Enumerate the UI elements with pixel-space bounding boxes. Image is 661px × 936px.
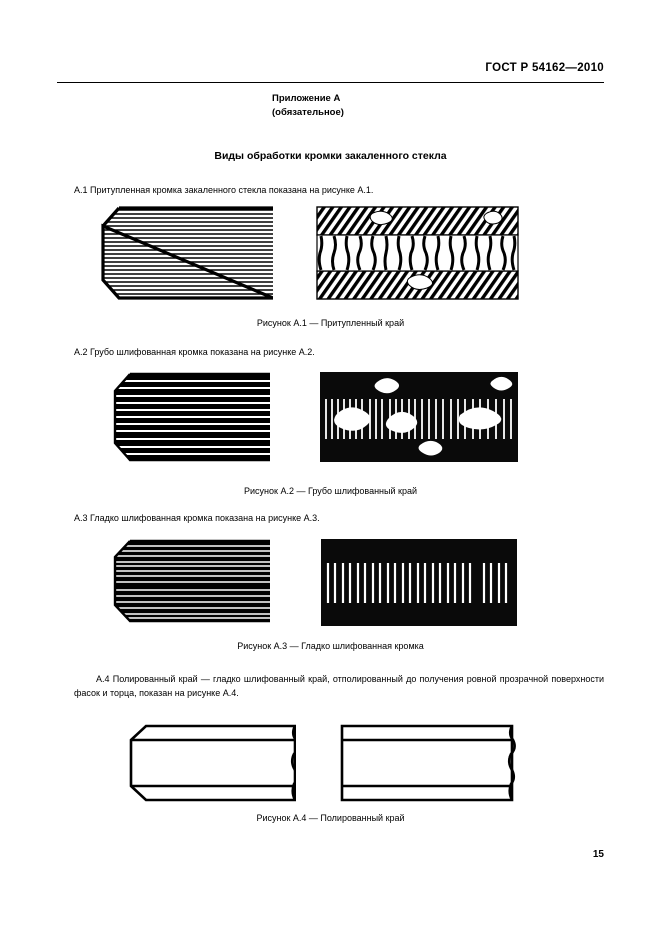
figure-a2-right-photo — [312, 367, 525, 467]
figure-a1-left-diagram — [97, 205, 273, 301]
header-divider — [57, 82, 604, 83]
annex-obligation: (обязательное) — [272, 107, 344, 118]
figure-a3-left-diagram — [110, 538, 270, 624]
figure-a4-right-diagram — [338, 722, 516, 804]
paragraph-a3: А.3 Гладко шлифованная кромка показана н… — [74, 513, 320, 523]
figure-caption-a4: Рисунок А.4 — Полированный край — [256, 813, 405, 823]
figure-caption-a3: Рисунок А.3 — Гладко шлифованная кромка — [237, 641, 424, 651]
annex-label: Приложение А — [272, 93, 341, 104]
annex-heading: Приложение А (обязательное) — [272, 92, 344, 120]
figure-caption-a2: Рисунок А.2 — Грубо шлифованный край — [244, 486, 417, 496]
figure-caption-a1: Рисунок А.1 — Притупленный край — [256, 318, 405, 328]
figure-a2-left-diagram — [110, 371, 270, 463]
standard-number-header: ГОСТ Р 54162—2010 — [485, 62, 604, 74]
figure-a3-right-photo — [312, 535, 525, 630]
page-title: Виды обработки кромки закаленного стекла — [214, 150, 447, 162]
figure-a4-left-diagram — [128, 722, 296, 804]
paragraph-a2: А.2 Грубо шлифованная кромка показана на… — [74, 347, 315, 357]
page-number: 15 — [592, 849, 604, 860]
paragraph-a4: А.4 Полированный край — гладко шлифованн… — [74, 674, 604, 698]
paragraph-a1: А.1 Притупленная кромка закаленного стек… — [74, 185, 374, 195]
figure-a1-right-photo — [315, 205, 520, 301]
